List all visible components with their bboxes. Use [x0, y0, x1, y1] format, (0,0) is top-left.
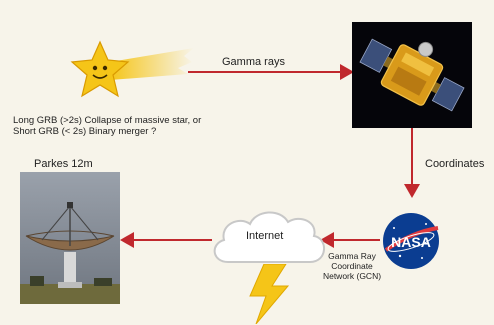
gamma-rays-label: Gamma rays — [222, 56, 285, 68]
satellite-icon — [352, 22, 472, 128]
gcn-line-3: Network (GCN) — [322, 270, 382, 281]
grb-description: Long GRB (>2s) Collapse of massive star,… — [13, 115, 202, 138]
parkes-telescope-icon — [20, 172, 120, 304]
gcn-line-2: Coordinate — [331, 260, 373, 271]
grb-line-2: Short GRB (< 2s) Binary merger ? — [13, 125, 157, 137]
lightning-icon — [249, 264, 290, 324]
internet-cloud-icon — [213, 211, 325, 263]
nasa-logo-icon: NASA — [383, 213, 439, 269]
grb-line-1: Long GRB (>2s) Collapse of massive star,… — [13, 115, 202, 126]
parkes-label: Parkes 12m — [34, 158, 93, 170]
gcn-line-1: Gamma Ray — [328, 251, 376, 261]
gcn-label: Gamma Ray Coordinate Network (GCN) — [316, 251, 388, 281]
coordinates-label: Coordinates — [425, 158, 485, 170]
nasa-logo-text: NASA — [391, 234, 431, 250]
shooting-star-icon — [70, 40, 194, 98]
internet-label: Internet — [246, 230, 284, 242]
